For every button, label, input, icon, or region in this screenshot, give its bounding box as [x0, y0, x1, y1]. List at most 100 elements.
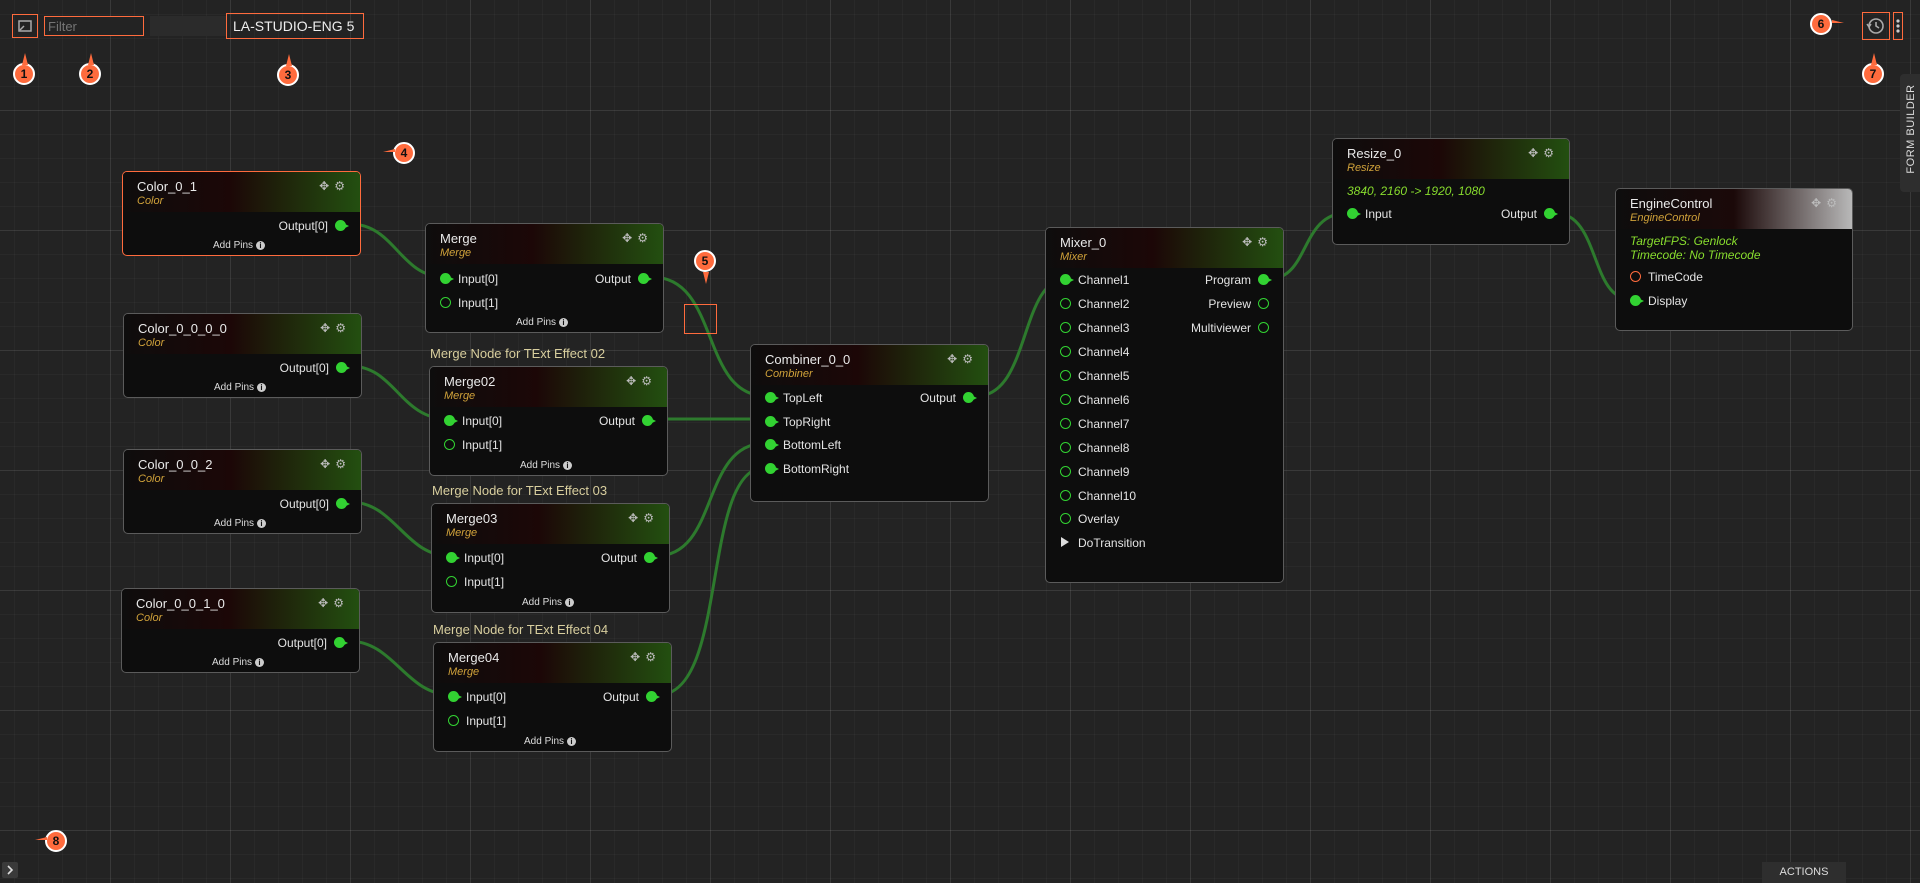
input-pin-channel4[interactable] [1060, 346, 1071, 357]
more-menu-button[interactable] [1893, 12, 1903, 40]
input-pin-channel3[interactable] [1060, 322, 1071, 333]
move-icon[interactable]: ✥ [626, 374, 642, 388]
input-pin-1[interactable] [444, 439, 455, 450]
move-icon[interactable]: ✥ [320, 457, 336, 471]
output-pin[interactable] [335, 220, 349, 231]
input-pin-channel2[interactable] [1060, 298, 1071, 309]
node-header[interactable]: Color_0_0_2 Color ✥⚙ [124, 450, 361, 490]
move-icon[interactable]: ✥ [630, 650, 646, 664]
node-header[interactable]: EngineControl EngineControl ✥⚙ [1616, 189, 1852, 229]
move-icon[interactable]: ✥ [1811, 196, 1827, 210]
input-pin-topleft[interactable] [765, 392, 779, 403]
output-pin[interactable] [336, 362, 350, 373]
input-pin-0[interactable] [440, 273, 454, 284]
input-pin[interactable] [1347, 208, 1361, 219]
output-pin-program[interactable] [1258, 274, 1272, 285]
input-pin-overlay[interactable] [1060, 513, 1071, 524]
output-pin[interactable] [642, 415, 656, 426]
input-pin-channel10[interactable] [1060, 490, 1071, 501]
move-icon[interactable]: ✥ [628, 511, 644, 525]
output-pin[interactable] [336, 498, 350, 509]
input-pin-bottomright[interactable] [765, 463, 779, 474]
node-header[interactable]: Merge04 Merge ✥⚙ [434, 643, 671, 683]
actions-tab[interactable]: ACTIONS [1762, 862, 1846, 883]
gear-icon[interactable]: ⚙ [334, 179, 350, 193]
node-resize[interactable]: Resize_0 Resize ✥⚙ 3840, 2160 -> 1920, 1… [1332, 138, 1570, 245]
node-header[interactable]: Merge02 Merge ✥⚙ [430, 367, 667, 407]
input-pin-timecode[interactable] [1630, 271, 1641, 282]
node-header[interactable]: Color_0_0_0_0 Color ✥⚙ [124, 314, 361, 354]
node-merge03[interactable]: Merge03 Merge ✥⚙ Input[0] Input[1] Outpu… [431, 503, 670, 613]
input-pin-channel8[interactable] [1060, 442, 1071, 453]
gear-icon[interactable]: ⚙ [641, 374, 657, 388]
move-icon[interactable]: ✥ [947, 352, 963, 366]
node-header[interactable]: Color_0_0_1_0 Color ✥⚙ [122, 589, 359, 629]
node-color-0-0-0-0[interactable]: Color_0_0_0_0 Color ✥⚙ Output[0] Add Pin… [123, 313, 362, 398]
input-pin-1[interactable] [448, 715, 459, 726]
input-pin-channel9[interactable] [1060, 466, 1071, 477]
output-pin[interactable] [644, 552, 658, 563]
move-icon[interactable]: ✥ [1528, 146, 1544, 160]
exec-pin-dotransition[interactable] [1061, 537, 1069, 547]
input-pin-0[interactable] [448, 691, 462, 702]
node-color-0-0-1-0[interactable]: Color_0_0_1_0 Color ✥⚙ Output[0] Add Pin… [121, 588, 360, 673]
gear-icon[interactable]: ⚙ [333, 596, 349, 610]
output-pin-multiviewer[interactable] [1258, 322, 1269, 333]
form-builder-tab[interactable]: FORM BUILDER [1900, 74, 1920, 192]
expand-panel-button[interactable] [2, 862, 18, 878]
input-pin-1[interactable] [446, 576, 457, 587]
node-header[interactable]: Mixer_0 Mixer ✥⚙ [1046, 228, 1283, 268]
node-combiner[interactable]: Combiner_0_0 Combiner ✥⚙ TopLeft TopRigh… [750, 344, 989, 502]
gear-icon[interactable]: ⚙ [643, 511, 659, 525]
node-merge[interactable]: Merge Merge ✥⚙ Input[0] Input[1] Output … [425, 223, 664, 333]
gear-icon[interactable]: ⚙ [1826, 196, 1842, 210]
move-icon[interactable]: ✥ [319, 179, 335, 193]
input-pin-channel5[interactable] [1060, 370, 1071, 381]
node-header[interactable]: Merge03 Merge ✥⚙ [432, 504, 669, 544]
input-pin-channel1[interactable] [1060, 274, 1074, 285]
move-icon[interactable]: ✥ [1242, 235, 1258, 249]
gear-icon[interactable]: ⚙ [1257, 235, 1273, 249]
fit-view-button[interactable] [12, 14, 38, 38]
input-pin-display[interactable] [1630, 295, 1644, 306]
output-pin-preview[interactable] [1258, 298, 1269, 309]
node-header[interactable]: Resize_0 Resize ✥⚙ [1333, 139, 1569, 179]
gear-icon[interactable]: ⚙ [645, 650, 661, 664]
gear-icon[interactable]: ⚙ [335, 457, 351, 471]
node-mixer[interactable]: Mixer_0 Mixer ✥⚙ Channel1 Channel2 Chann… [1045, 227, 1284, 583]
node-header[interactable]: Combiner_0_0 Combiner ✥⚙ [751, 345, 988, 385]
move-icon[interactable]: ✥ [320, 321, 336, 335]
filter-input[interactable] [44, 16, 144, 36]
output-pin[interactable] [646, 691, 660, 702]
node-merge04[interactable]: Merge04 Merge ✥⚙ Input[0] Input[1] Outpu… [433, 642, 672, 752]
gear-icon[interactable]: ⚙ [335, 321, 351, 335]
output-pin[interactable] [638, 273, 652, 284]
node-merge02[interactable]: Merge02 Merge ✥⚙ Input[0] Input[1] Outpu… [429, 366, 668, 476]
move-icon[interactable]: ✥ [318, 596, 334, 610]
gear-icon[interactable]: ⚙ [1543, 146, 1559, 160]
node-engine-control[interactable]: EngineControl EngineControl ✥⚙ TargetFPS… [1615, 188, 1853, 331]
input-pin-1[interactable] [440, 297, 451, 308]
input-pin-channel6[interactable] [1060, 394, 1071, 405]
output-pin[interactable] [1544, 208, 1558, 219]
output-pin[interactable] [334, 637, 348, 648]
move-icon[interactable]: ✥ [622, 231, 638, 245]
selection-box[interactable] [684, 304, 717, 334]
engine-name-button[interactable]: LA-STUDIO-ENG 5 [226, 13, 364, 39]
node-header[interactable]: Color_0_1 Color ✥⚙ [123, 172, 360, 212]
gear-icon[interactable]: ⚙ [962, 352, 978, 366]
input-pin-topright[interactable] [765, 416, 779, 427]
input-pin-0[interactable] [446, 552, 460, 563]
gear-icon[interactable]: ⚙ [637, 231, 653, 245]
input-pin-bottomleft[interactable] [765, 439, 779, 450]
